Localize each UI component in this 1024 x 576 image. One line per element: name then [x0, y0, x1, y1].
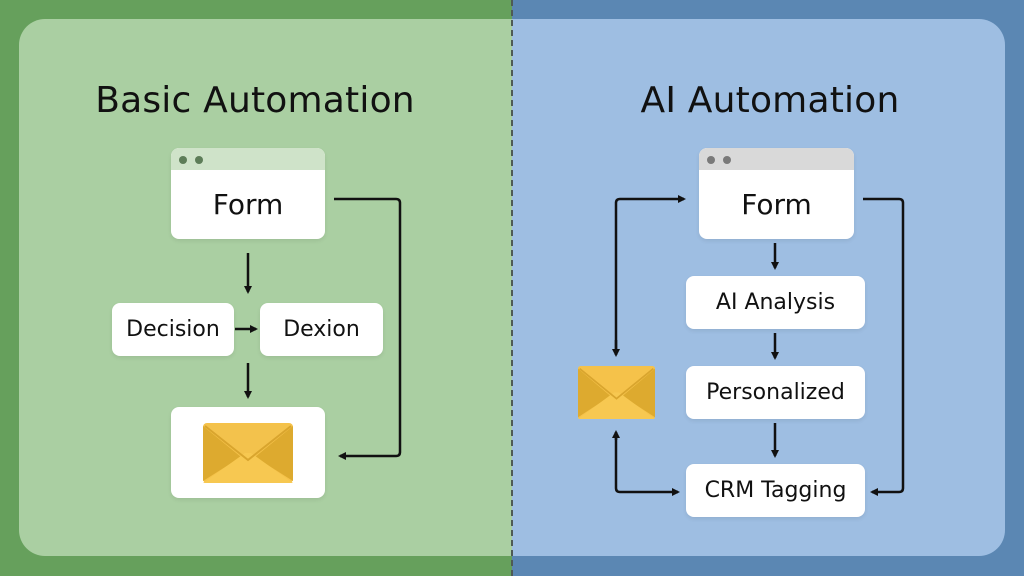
dexion-node: Dexion: [260, 303, 383, 356]
window-dot-icon: [195, 156, 203, 164]
window-title-bar: [171, 148, 325, 170]
envelope-icon: [203, 422, 293, 483]
crm-tagging-node: CRM Tagging: [686, 464, 865, 517]
center-divider: [511, 0, 513, 576]
window-dot-icon: [179, 156, 187, 164]
form-label: Form: [212, 188, 284, 221]
form-label: Form: [741, 188, 812, 221]
window-dot-icon: [707, 156, 715, 164]
left-email-node: [171, 407, 325, 498]
window-dot-icon: [723, 156, 731, 164]
basic-automation-title: Basic Automation: [95, 80, 415, 121]
right-form-window: Form: [699, 148, 854, 239]
personalized-node: Personalized: [686, 366, 865, 419]
ai-automation-title: AI Automation: [640, 80, 900, 121]
left-form-window: Form: [171, 148, 325, 239]
window-title-bar: [699, 148, 854, 170]
decision-node: Decision: [112, 303, 234, 356]
envelope-icon: [578, 366, 655, 419]
ai-analysis-node: AI Analysis: [686, 276, 865, 329]
